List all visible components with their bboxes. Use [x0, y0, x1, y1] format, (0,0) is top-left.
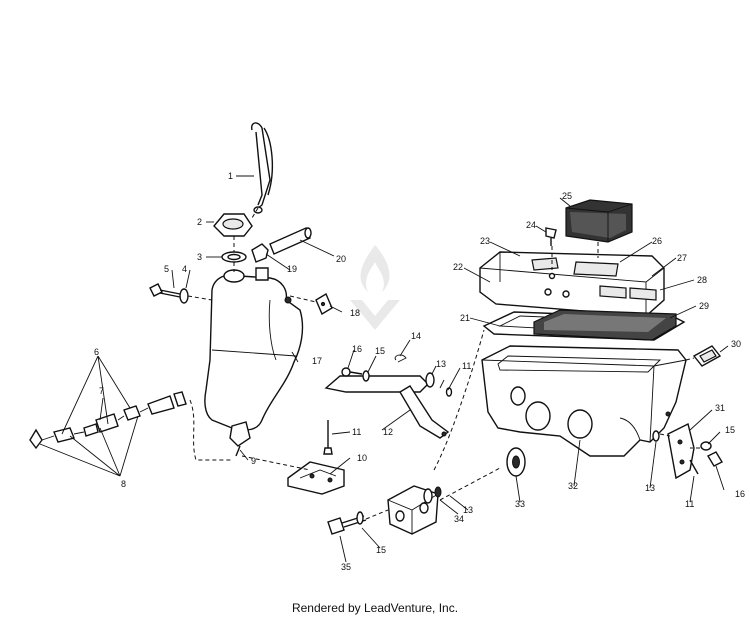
callout-10: 10 [357, 453, 367, 463]
bracket-18 [315, 292, 333, 316]
retaining-clip [692, 345, 722, 367]
grommet-33 [506, 447, 526, 477]
callout-12: 12 [383, 427, 393, 437]
mount-bracket-10 [287, 461, 345, 495]
callout-15b: 15 [376, 545, 386, 555]
vent-hose [269, 227, 312, 255]
callout-28: 28 [697, 275, 707, 285]
cap-gasket [221, 251, 247, 263]
washer-stack-bottom [423, 486, 442, 504]
callout-31: 31 [715, 403, 725, 413]
hardware-group-center [341, 354, 453, 397]
screw-11-center [323, 420, 333, 455]
fuel-tank [204, 267, 304, 431]
bracket-31 [667, 422, 695, 480]
callout-1: 1 [228, 171, 233, 181]
callout-13c: 13 [645, 483, 655, 493]
callout-15a: 15 [375, 346, 385, 356]
callout-13a: 13 [436, 359, 446, 369]
callout-27: 27 [677, 253, 687, 263]
callout-labels: 1 2 3 4 5 6 7 8 9 10 11 11 11 12 13 13 1… [94, 171, 745, 572]
callout-9: 9 [251, 456, 256, 466]
callout-16b: 16 [735, 489, 745, 499]
air-filter-element [533, 309, 677, 341]
callout-25: 25 [562, 191, 572, 201]
leader-lines [39, 175, 729, 563]
callout-29: 29 [699, 301, 709, 311]
dipstick [250, 122, 273, 214]
fuel-petcock [229, 421, 251, 457]
callout-30: 30 [731, 339, 741, 349]
fuel-line-assembly [29, 391, 187, 450]
callout-26: 26 [652, 236, 662, 246]
callout-18: 18 [350, 308, 360, 318]
foam-prefilter [565, 199, 633, 243]
bolt-35 [327, 511, 367, 535]
callout-11a: 11 [352, 427, 361, 437]
screw-24 [545, 227, 557, 246]
callout-22: 22 [453, 262, 463, 272]
callout-24: 24 [526, 220, 536, 230]
callout-11b: 11 [462, 361, 471, 371]
callout-5: 5 [164, 264, 169, 274]
callout-17: 17 [312, 356, 322, 366]
callout-7: 7 [99, 386, 104, 396]
render-credit: Rendered by LeadVenture, Inc. [291, 601, 459, 615]
callout-32: 32 [568, 481, 578, 491]
callout-3: 3 [197, 252, 202, 262]
leadventure-watermark [350, 245, 400, 330]
screw-5 [149, 283, 181, 298]
vent-fitting [251, 243, 269, 263]
callout-14: 14 [411, 331, 421, 341]
callout-35: 35 [341, 562, 351, 572]
callout-13b: 13 [463, 505, 473, 515]
callout-21: 21 [460, 313, 470, 323]
fuel-cap [213, 213, 253, 237]
callout-19: 19 [287, 264, 297, 274]
airbox-base [481, 345, 687, 457]
airbox-cover [479, 251, 665, 317]
callout-8: 8 [121, 479, 126, 489]
callout-23: 23 [480, 236, 490, 246]
callout-20: 20 [336, 254, 346, 264]
assembly-lines [187, 207, 700, 520]
washer-4 [179, 288, 189, 304]
callout-15c: 15 [725, 425, 735, 435]
callout-6: 6 [94, 347, 99, 357]
callout-16a: 16 [352, 344, 362, 354]
callout-34: 34 [454, 514, 464, 524]
callout-33: 33 [515, 499, 525, 509]
support-bracket-12 [324, 375, 450, 439]
callout-11c: 11 [685, 499, 694, 509]
callout-2: 2 [197, 217, 202, 227]
callout-4: 4 [182, 264, 187, 274]
